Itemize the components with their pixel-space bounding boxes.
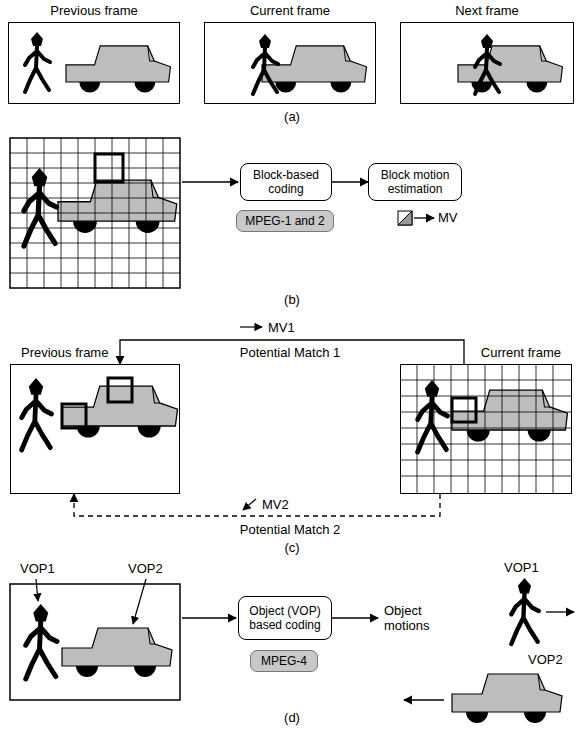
video-frame: Next frame bbox=[400, 22, 574, 104]
match-block bbox=[62, 404, 86, 428]
vector-label: MV2 bbox=[262, 497, 289, 512]
walker bbox=[418, 380, 448, 452]
direction-arrow bbox=[240, 326, 262, 327]
mv-block-icon-fill bbox=[398, 211, 412, 225]
leader-arrow bbox=[133, 579, 146, 624]
car bbox=[62, 628, 172, 677]
motion-vector-arrow bbox=[74, 494, 440, 516]
output-label: Object motions bbox=[384, 603, 446, 633]
walker bbox=[25, 32, 50, 92]
panel-caption: (b) bbox=[284, 292, 300, 307]
frame-outline bbox=[10, 584, 180, 700]
object-label: VOP1 bbox=[504, 560, 539, 575]
panel-caption: (a) bbox=[284, 109, 300, 124]
walker bbox=[511, 578, 539, 644]
car bbox=[66, 46, 171, 93]
match-block bbox=[108, 378, 132, 402]
video-frame: Current frame bbox=[204, 22, 376, 104]
node-text: Block-based coding bbox=[245, 168, 327, 196]
video-frame: Previous frame bbox=[10, 364, 180, 494]
block-grid bbox=[400, 364, 572, 494]
frame-heading: Current frame bbox=[205, 3, 375, 18]
frame-heading: Current frame bbox=[401, 345, 571, 360]
video-frame: Previous frame bbox=[8, 22, 180, 104]
match-label: Potential Match 2 bbox=[240, 522, 340, 537]
car bbox=[458, 46, 563, 93]
car bbox=[58, 180, 177, 233]
car bbox=[452, 674, 562, 723]
car bbox=[262, 46, 367, 93]
object-label: VOP2 bbox=[128, 561, 163, 576]
process-box: Block motion estimation bbox=[368, 163, 462, 201]
motion-arrow bbox=[546, 611, 574, 612]
mv-arrow bbox=[414, 217, 434, 218]
flow-arrow bbox=[182, 181, 238, 182]
leader-arrow bbox=[36, 579, 38, 601]
block-grid bbox=[10, 138, 180, 288]
walker bbox=[475, 34, 500, 94]
direction-arrow bbox=[243, 499, 256, 510]
video-frame: Current frame bbox=[400, 364, 572, 494]
vector-label: MV1 bbox=[268, 320, 295, 335]
walker bbox=[26, 604, 57, 679]
macro-block bbox=[452, 398, 476, 422]
walker bbox=[22, 378, 52, 450]
match-label: Potential Match 1 bbox=[240, 345, 340, 360]
frame-heading: Next frame bbox=[401, 3, 573, 18]
frame-heading: Previous frame bbox=[9, 3, 179, 18]
car bbox=[452, 390, 568, 441]
car bbox=[62, 386, 178, 437]
panel-caption: (c) bbox=[284, 540, 299, 555]
frame-heading: Previous frame bbox=[11, 345, 179, 360]
node-text: Block motion estimation bbox=[373, 168, 457, 196]
frame-outline bbox=[10, 138, 180, 288]
walker bbox=[24, 168, 57, 246]
macro-block bbox=[95, 154, 123, 182]
motion-arrow bbox=[404, 699, 444, 700]
flow-arrow bbox=[332, 181, 368, 182]
standard-tag: MPEG-1 and 2 bbox=[236, 210, 334, 232]
flow-arrow bbox=[332, 617, 378, 618]
standard-tag: MPEG-4 bbox=[250, 650, 318, 672]
vector-label: MV bbox=[438, 210, 458, 225]
process-box: Block-based coding bbox=[240, 163, 332, 201]
panel-caption: (d) bbox=[284, 710, 300, 725]
walker bbox=[253, 34, 278, 94]
node-text: MPEG-1 and 2 bbox=[245, 214, 324, 228]
motion-vector-arrow bbox=[120, 340, 464, 364]
node-text: MPEG-4 bbox=[261, 654, 307, 668]
flow-arrow bbox=[182, 617, 236, 618]
object-label: VOP2 bbox=[528, 652, 563, 667]
mv-block-icon bbox=[398, 211, 412, 225]
node-text: Object (VOP) based coding bbox=[243, 604, 327, 632]
process-box: Object (VOP) based coding bbox=[238, 596, 332, 640]
object-label: VOP1 bbox=[20, 561, 55, 576]
